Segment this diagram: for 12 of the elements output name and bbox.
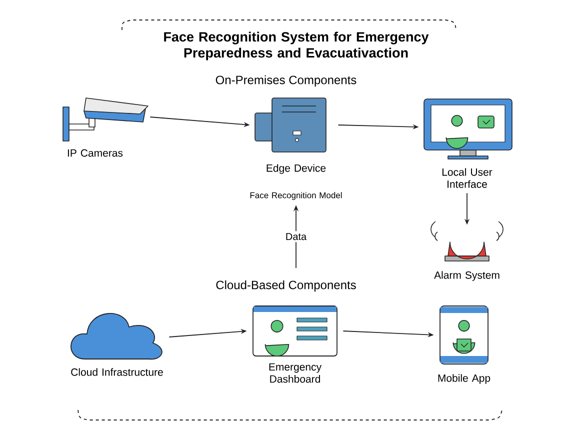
node-label: Face Recognition Model (250, 192, 342, 200)
node-label: IP Cameras (68, 149, 123, 157)
edge-label: Data (283, 231, 309, 242)
section-heading: On-Premises Components (216, 75, 356, 87)
node-label: Cloud Infrastructure (71, 368, 163, 376)
title: Face Recognition System for Emergency Preparedness and Evacuativaction (164, 32, 429, 60)
node-label: Edge Device (266, 164, 326, 174)
node-label: Mobile App (438, 374, 490, 384)
section-heading: Cloud-Based Components (216, 280, 356, 292)
node-label: Local User Interface (442, 168, 492, 188)
node-label: Emergency Dashboard (269, 363, 322, 383)
node-label: Alarm System (434, 271, 500, 281)
